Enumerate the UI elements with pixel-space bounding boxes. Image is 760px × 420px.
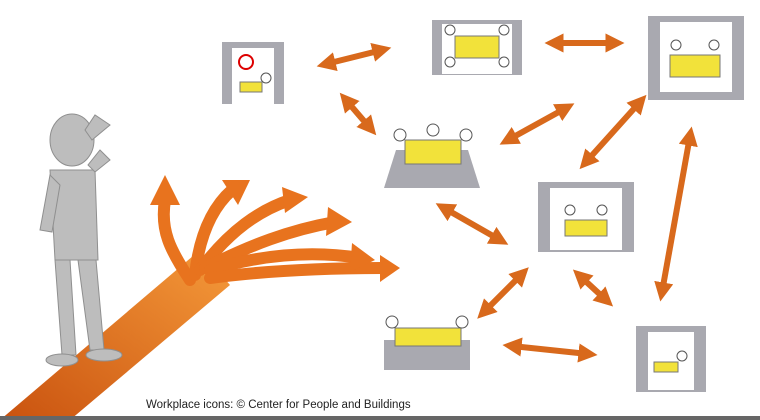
double-arrow (502, 337, 598, 363)
double-arrow (572, 269, 614, 307)
workplace-icon-meeting-room (648, 16, 744, 100)
connection-arrows (316, 33, 698, 363)
workplace-icon-small-meeting-room (538, 182, 634, 252)
workplace-icon-flex-desks (384, 315, 470, 370)
double-arrow (477, 267, 529, 319)
image-credit-caption: Workplace icons: © Center for People and… (146, 399, 411, 411)
branch-arrow (199, 216, 341, 274)
branch-arrow (204, 262, 391, 284)
workplace-icon-concentration-booth (636, 326, 706, 392)
double-arrow (654, 126, 698, 302)
bottom-border (0, 416, 760, 420)
branch-arrow (204, 248, 366, 276)
double-arrow (435, 203, 509, 245)
workplace-icon-team-room (432, 20, 522, 75)
double-arrow (579, 94, 647, 170)
thinking-person-figure (39, 113, 123, 367)
double-arrow (499, 103, 575, 145)
road (0, 250, 230, 420)
road-with-branching-arrows (0, 175, 400, 420)
double-arrow (339, 92, 377, 136)
branch-arrow (157, 194, 196, 286)
branch-arrow (189, 184, 238, 281)
double-arrow (316, 43, 392, 71)
workplace-icon-silent-booth (222, 42, 284, 104)
no-music-icon (238, 54, 254, 70)
branch-arrow (194, 194, 296, 276)
workplace-icon-open-office (384, 123, 480, 188)
